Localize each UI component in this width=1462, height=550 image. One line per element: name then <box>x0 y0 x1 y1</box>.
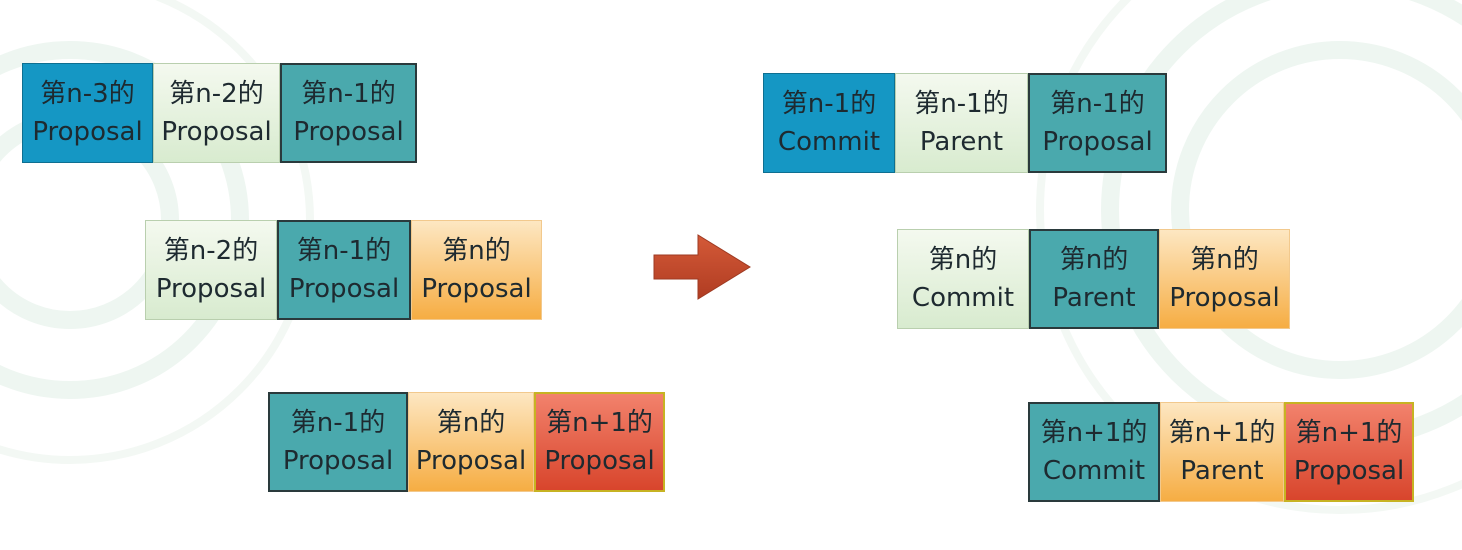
block-n-1-proposal: 第n-1的 Proposal <box>280 63 417 163</box>
block-n-parent: 第n的 Parent <box>1029 229 1159 329</box>
block-title: 第n-1的 <box>781 89 877 119</box>
block-type: Proposal <box>161 117 272 147</box>
block-n-proposal: 第n的 Proposal <box>411 220 542 320</box>
block-title: 第n+1的 <box>546 408 653 438</box>
block-type: Proposal <box>421 274 532 304</box>
block-n-1-proposal: 第n-1的 Proposal <box>268 392 408 492</box>
block-title: 第n-2的 <box>163 236 259 266</box>
block-title: 第n-1的 <box>290 408 386 438</box>
block-title: 第n-1的 <box>296 236 392 266</box>
block-type: Proposal <box>282 446 394 476</box>
block-title: 第n+1的 <box>1168 418 1276 448</box>
block-title: 第n的 <box>1190 245 1259 275</box>
block-type: Proposal <box>544 446 655 476</box>
block-n-1-proposal: 第n-1的 Proposal <box>277 220 411 320</box>
right-row-2: 第n的 Commit 第n的 Parent 第n的 Proposal <box>897 229 1290 329</box>
block-title: 第n-2的 <box>169 79 264 109</box>
left-row-2: 第n-2的 Proposal 第n-1的 Proposal 第n的 Propos… <box>145 220 542 320</box>
block-title: 第n-3的 <box>40 79 135 109</box>
block-type: Proposal <box>288 274 400 304</box>
block-n-proposal: 第n的 Proposal <box>1159 229 1290 329</box>
block-type: Proposal <box>1042 127 1153 157</box>
block-n+1-parent: 第n+1的 Parent <box>1160 402 1284 502</box>
right-arrow-icon <box>653 234 751 300</box>
block-n-3-proposal: 第n-3的 Proposal <box>22 63 153 163</box>
block-title: 第n的 <box>928 245 998 275</box>
block-n-1-proposal: 第n-1的 Proposal <box>1028 73 1167 173</box>
block-type: Commit <box>1042 456 1146 486</box>
block-n-commit: 第n的 Commit <box>897 229 1029 329</box>
block-title: 第n的 <box>436 408 506 438</box>
block-title: 第n+1的 <box>1040 418 1148 448</box>
right-row-3: 第n+1的 Commit 第n+1的 Parent 第n+1的 Proposal <box>1028 402 1414 502</box>
block-n+1-proposal: 第n+1的 Proposal <box>1284 402 1414 502</box>
block-type: Parent <box>1180 456 1264 486</box>
block-type: Proposal <box>415 446 527 476</box>
block-type: Proposal <box>155 274 267 304</box>
block-n-2-proposal: 第n-2的 Proposal <box>145 220 277 320</box>
block-type: Proposal <box>1293 456 1405 486</box>
left-row-1: 第n-3的 Proposal 第n-2的 Proposal 第n-1的 Prop… <box>22 63 417 163</box>
block-title: 第n+1的 <box>1295 418 1403 448</box>
block-title: 第n的 <box>442 236 511 266</box>
block-title: 第n-1的 <box>914 89 1009 119</box>
block-title: 第n-1的 <box>1050 89 1145 119</box>
right-row-1: 第n-1的 Commit 第n-1的 Parent 第n-1的 Proposal <box>763 73 1167 173</box>
block-type: Commit <box>777 127 881 157</box>
block-n+1-commit: 第n+1的 Commit <box>1028 402 1160 502</box>
block-n-1-commit: 第n-1的 Commit <box>763 73 895 173</box>
left-row-3: 第n-1的 Proposal 第n的 Proposal 第n+1的 Propos… <box>268 392 665 492</box>
block-title: 第n-1的 <box>301 79 396 109</box>
block-n-2-proposal: 第n-2的 Proposal <box>153 63 280 163</box>
block-type: Parent <box>1052 283 1136 313</box>
block-type: Proposal <box>293 117 404 147</box>
block-type: Commit <box>911 283 1015 313</box>
block-type: Proposal <box>1169 283 1280 313</box>
block-n+1-proposal: 第n+1的 Proposal <box>534 392 665 492</box>
block-n-proposal: 第n的 Proposal <box>408 392 534 492</box>
block-title: 第n的 <box>1059 245 1129 275</box>
block-type: Proposal <box>32 117 143 147</box>
block-n-1-parent: 第n-1的 Parent <box>895 73 1028 173</box>
block-type: Parent <box>919 127 1004 157</box>
